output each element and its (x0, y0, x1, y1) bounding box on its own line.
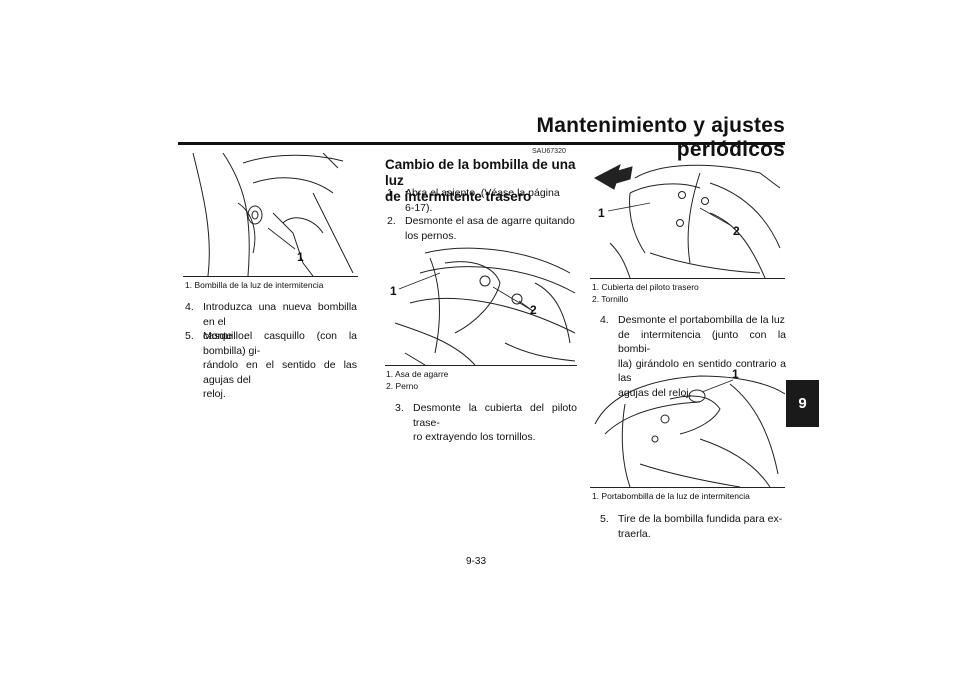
page-number: 9-33 (466, 556, 487, 567)
fig1-caption-1: 1. Bombilla de la luz de intermitencia (185, 280, 324, 290)
fig1-caption: 1. Bombilla de la luz de intermitencia (185, 279, 323, 291)
fig2-callout-1: 1 (390, 284, 397, 298)
fig2-callout-2: 2 (530, 303, 537, 317)
fig3-callout-2: 2 (733, 224, 740, 238)
section-code: SAU67320 (532, 148, 566, 155)
fig3-divider (590, 278, 785, 279)
fig2-divider (385, 365, 577, 366)
fig4-callout-1: 1 (732, 367, 739, 381)
fig3-caption-1: 1. Cubierta del piloto trasero (592, 282, 699, 292)
fig4-caption: 1. Portabombilla de la luz de intermiten… (592, 490, 750, 502)
chapter-tab: 9 (786, 380, 819, 427)
section-title: Cambio de la bombilla de una luz de inte… (385, 157, 576, 204)
fig2-caption: 1. Asa de agarre 2. Perno (386, 368, 448, 392)
fig3-caption-2: 2. Tornillo (592, 294, 629, 304)
header-rule (178, 142, 785, 145)
figure-tail-light-cover: 1 2 (590, 153, 785, 278)
fig2-caption-2: 2. Perno (386, 381, 419, 391)
fig2-caption-1: 1. Asa de agarre (386, 369, 449, 379)
fig1-callout-1: 1 (297, 250, 304, 264)
figure-bulb-socket: 1 (590, 364, 785, 487)
fig3-caption: 1. Cubierta del piloto trasero 2. Tornil… (592, 281, 699, 305)
fig4-divider (590, 487, 785, 488)
fig3-callout-1: 1 (598, 206, 605, 220)
figure-grab-bar: 1 2 (385, 243, 577, 365)
fig1-divider (183, 276, 358, 277)
fig4-caption-1: 1. Portabombilla de la luz de intermiten… (592, 491, 750, 501)
figure-turn-signal-bulb: 1 (183, 153, 358, 276)
